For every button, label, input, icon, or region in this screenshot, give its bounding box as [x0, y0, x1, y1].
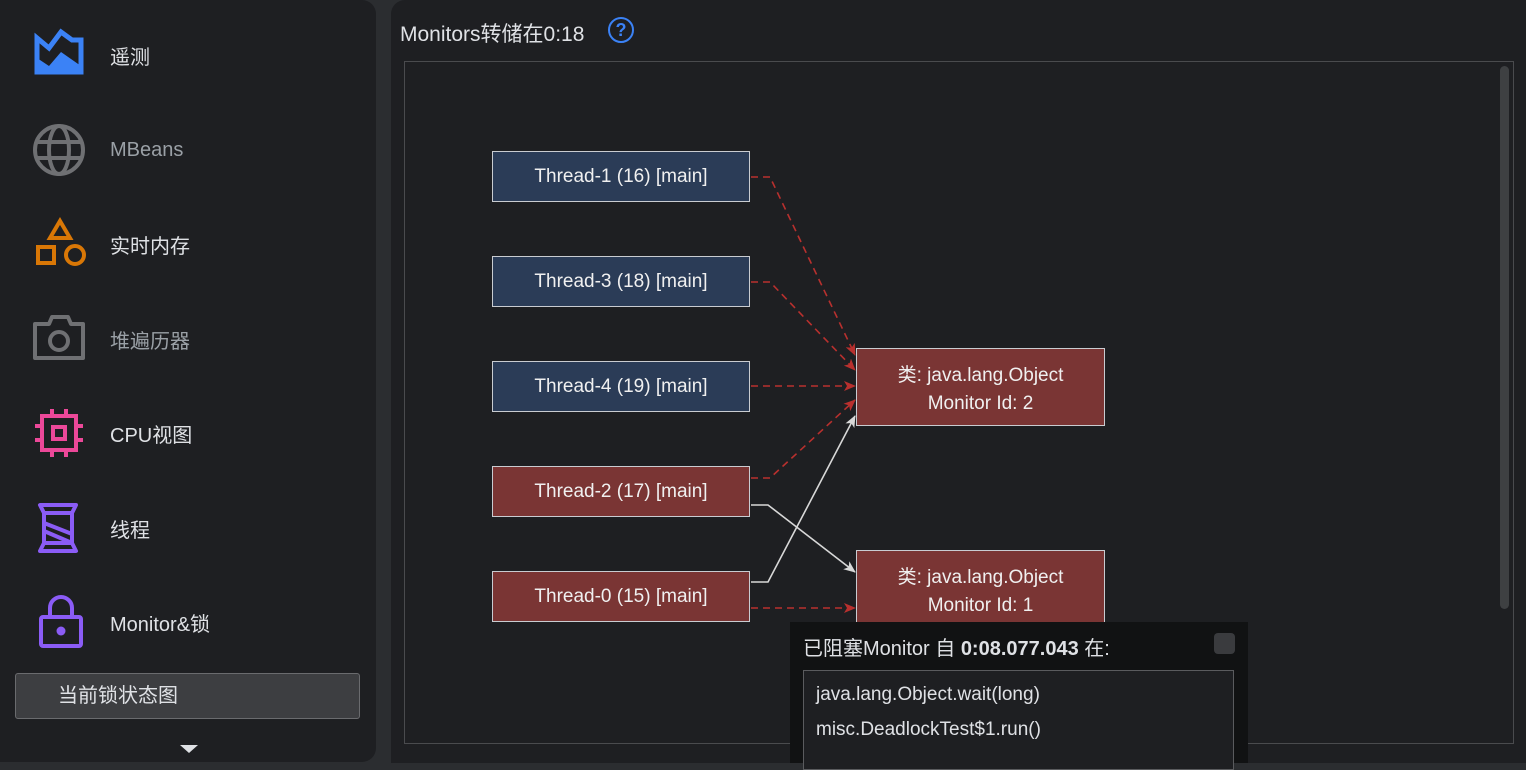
- monitor-node[interactable]: 类: java.lang.Object Monitor Id: 1: [856, 550, 1105, 628]
- vertical-scrollbar[interactable]: [1500, 66, 1509, 609]
- sidebar-item-telemetry[interactable]: 遥测: [32, 28, 150, 80]
- sidebar: 遥测 MBeans 实时内存 堆遍历器 CPU视图 线程 Monitor&锁 当…: [0, 0, 376, 762]
- thread-node[interactable]: Thread-4 (19) [main]: [492, 361, 750, 412]
- edge-blocked: [751, 415, 856, 583]
- sidebar-item-label: 线程: [110, 519, 150, 542]
- stack-frame: misc.DeadlockTest$1.run(): [816, 719, 1041, 740]
- globe-icon: [33, 124, 85, 176]
- help-icon[interactable]: ?: [608, 17, 634, 43]
- edge-blocked: [751, 504, 856, 573]
- edge-waiting: [751, 399, 856, 479]
- stack-trace: java.lang.Object.wait(long) misc.Deadloc…: [803, 670, 1234, 770]
- sidebar-item-label: 堆遍历器: [110, 330, 190, 353]
- monitor-id: Monitor Id: 1: [927, 595, 1034, 616]
- sidebar-item-threads[interactable]: 线程: [32, 503, 150, 553]
- stack-frame: java.lang.Object.wait(long): [816, 684, 1040, 705]
- popup-prefix: 已阻塞Monitor 自: [803, 638, 956, 660]
- sidebar-item-live-memory[interactable]: 实时内存: [32, 217, 190, 269]
- page-title: Monitors转储在0:18: [400, 23, 585, 46]
- sidebar-item-label: MBeans: [110, 138, 184, 161]
- sidebar-item-cpu-views[interactable]: CPU视图: [32, 408, 192, 458]
- monitor-id: Monitor Id: 2: [927, 393, 1034, 414]
- chevron-down-icon[interactable]: [180, 745, 198, 753]
- edge-waiting: [751, 176, 856, 356]
- pin-lock-icon[interactable]: [1214, 633, 1235, 654]
- thread-node[interactable]: Thread-1 (16) [main]: [492, 151, 750, 202]
- telemetry-icon: [34, 28, 84, 75]
- sidebar-subitem-current-locking-graph[interactable]: 当前锁状态图: [15, 673, 360, 719]
- thread-node[interactable]: Thread-3 (18) [main]: [492, 256, 750, 307]
- thread-node[interactable]: Thread-0 (15) [main]: [492, 571, 750, 622]
- sidebar-item-label: 实时内存: [110, 235, 190, 258]
- sidebar-item-mbeans[interactable]: MBeans: [32, 124, 184, 176]
- sidebar-item-label: CPU视图: [110, 424, 193, 447]
- lock-icon: [39, 595, 83, 648]
- sidebar-item-label: Monitor&锁: [110, 613, 211, 636]
- cpu-icon: [35, 409, 83, 457]
- monitor-class: 类: java.lang.Object: [897, 567, 1064, 588]
- edge-waiting: [751, 281, 856, 371]
- sidebar-item-label: 遥测: [110, 46, 150, 69]
- sidebar-item-heap-walker[interactable]: 堆遍历器: [32, 314, 190, 364]
- tooltip-popup: 已阻塞Monitor 自 0:08.077.043 在: java.lang.O…: [790, 622, 1248, 770]
- thread-node[interactable]: Thread-2 (17) [main]: [492, 466, 750, 517]
- popup-time: 0:08.077.043: [960, 638, 1079, 660]
- sidebar-item-monitors-locks[interactable]: Monitor&锁: [32, 595, 211, 648]
- monitor-node[interactable]: 类: java.lang.Object Monitor Id: 2: [856, 348, 1105, 426]
- spool-icon: [38, 503, 78, 553]
- popup-suffix: 在:: [1084, 638, 1110, 660]
- shapes-icon: [36, 217, 86, 266]
- monitor-class: 类: java.lang.Object: [897, 365, 1064, 386]
- camera-icon: [33, 315, 85, 360]
- popup-title: 已阻塞Monitor 自 0:08.077.043 在:: [803, 632, 1110, 661]
